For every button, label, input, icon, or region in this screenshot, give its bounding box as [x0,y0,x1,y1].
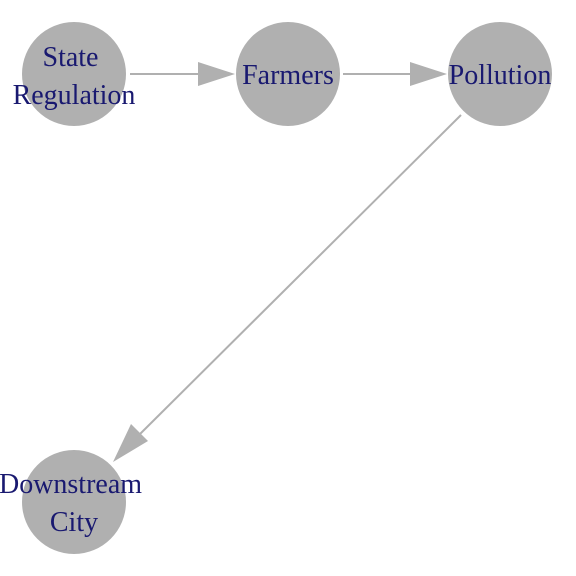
node-label-line: Downstream [0,469,142,500]
node-state-regulation: State Regulation [13,22,136,126]
edges-layer [113,62,462,462]
node-label: State Regulation [13,42,136,111]
node-label: Pollution [449,60,552,91]
node-circle [448,22,552,126]
node-label-line: City [50,507,98,538]
edge-pollution-to-downstream-city [139,114,462,435]
node-label-line: Farmers [242,60,334,91]
node-label-line: Regulation [13,80,136,111]
node-pollution: Pollution [448,22,552,126]
node-circle [22,22,126,126]
node-circle [236,22,340,126]
nodes-layer: State Regulation Farmers Pollution Downs… [0,22,552,554]
node-circle [22,450,126,554]
arrowhead-farmers [198,62,235,86]
node-farmers: Farmers [236,22,340,126]
node-label-line: Pollution [449,60,552,91]
node-downstream-city: Downstream City [0,450,149,554]
node-label: Farmers [242,60,334,91]
arrowhead-downstream-city [113,424,148,462]
arrowhead-pollution [410,62,447,86]
node-label: Downstream City [0,469,149,538]
node-label-line: State [43,42,99,73]
